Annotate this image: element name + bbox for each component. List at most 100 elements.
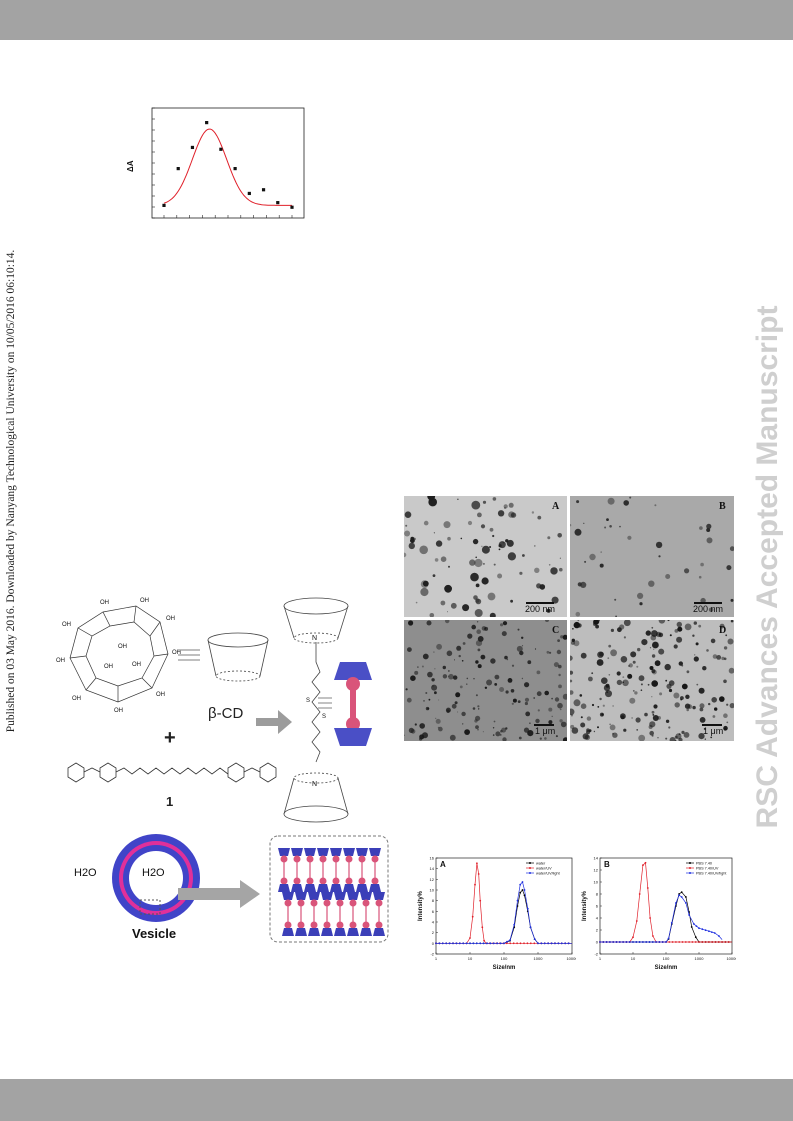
particle	[588, 676, 593, 682]
particle	[447, 611, 448, 613]
particle	[570, 679, 573, 683]
particle	[551, 715, 553, 718]
data-point	[276, 201, 280, 205]
compound-1-label: 1	[166, 794, 173, 809]
particle	[559, 567, 563, 572]
particle	[597, 726, 599, 729]
particle	[560, 635, 564, 639]
particle	[726, 721, 729, 724]
legend-label: PBS 7.40/UV	[696, 866, 719, 870]
x-tick-label: 10000	[566, 956, 576, 961]
particle	[577, 582, 582, 587]
particle	[658, 648, 665, 655]
particle	[455, 692, 461, 698]
series-line	[600, 862, 732, 943]
y-tick-label: 2	[596, 928, 599, 933]
particle	[674, 629, 679, 633]
particle	[493, 563, 496, 566]
cd-cap	[308, 892, 320, 900]
y-axis-label: Intensity%	[418, 890, 424, 921]
particle	[480, 524, 486, 529]
particle	[649, 666, 654, 670]
particle	[607, 497, 615, 505]
particle	[433, 532, 435, 534]
particle	[457, 498, 459, 500]
particle	[562, 634, 567, 640]
job-plot-ylabel: ΔA	[126, 160, 135, 172]
series-marker	[560, 942, 563, 945]
scale-label: 200 nm	[693, 604, 724, 614]
particle	[457, 711, 459, 713]
legend-marker	[689, 872, 691, 874]
legend-marker	[529, 862, 531, 864]
particle	[478, 708, 480, 710]
series-marker	[489, 942, 492, 945]
particle	[586, 728, 590, 732]
zoom-arrow	[178, 880, 260, 908]
particle	[699, 526, 703, 530]
particle	[405, 524, 408, 527]
series-line	[436, 881, 572, 944]
particle	[549, 651, 552, 654]
head-group	[375, 921, 383, 929]
cd-cap	[317, 884, 329, 892]
particle	[667, 620, 670, 622]
beta-cd-structure	[69, 605, 169, 703]
particle	[683, 732, 690, 738]
series-marker	[516, 899, 519, 902]
head-group	[293, 877, 301, 885]
particle	[454, 659, 455, 661]
equivalence-sign-2	[318, 697, 332, 709]
series-marker	[474, 883, 476, 886]
particle	[554, 697, 560, 702]
particle	[475, 598, 482, 605]
particle	[539, 584, 546, 590]
scale-label: 1 μm	[703, 726, 724, 736]
particle	[648, 580, 655, 587]
particle	[521, 677, 524, 680]
particle	[652, 714, 655, 716]
particle	[666, 683, 672, 689]
job-plot: ΔA	[126, 107, 305, 219]
accepted-manuscript-watermark: RSC Advances Accepted Manuscript	[751, 305, 784, 829]
series-marker	[724, 941, 727, 943]
y-tick-label: 4	[432, 920, 435, 925]
particle	[558, 664, 562, 669]
particle	[652, 641, 659, 649]
particle	[481, 545, 490, 554]
particle	[706, 649, 709, 652]
head-group	[371, 855, 379, 863]
series-marker	[543, 942, 546, 945]
particle	[462, 642, 466, 645]
particle	[487, 592, 496, 601]
head-group	[293, 855, 301, 863]
particle	[570, 690, 574, 695]
particle	[674, 740, 677, 741]
head-group	[310, 921, 318, 929]
particle	[601, 677, 608, 684]
particle	[593, 620, 600, 625]
particle	[492, 727, 495, 729]
x-tick-label: 1000	[534, 956, 544, 961]
y-tick-label: 12	[430, 877, 435, 882]
particle	[461, 660, 464, 662]
y-tick-label: 0	[432, 941, 435, 946]
particle	[414, 723, 417, 726]
head-group	[280, 855, 288, 863]
particle	[712, 715, 716, 718]
particle	[684, 568, 690, 574]
particle	[596, 659, 604, 666]
particle	[442, 674, 448, 679]
particle	[404, 552, 407, 558]
particle	[531, 511, 535, 514]
data-point	[247, 191, 251, 196]
particle	[551, 596, 559, 604]
oh-label: OH	[72, 696, 81, 702]
particle	[651, 669, 656, 674]
particle	[475, 583, 480, 588]
head-group	[280, 877, 288, 885]
particle	[571, 638, 575, 642]
particle	[630, 651, 637, 658]
particle	[580, 722, 586, 728]
particle	[562, 737, 567, 741]
